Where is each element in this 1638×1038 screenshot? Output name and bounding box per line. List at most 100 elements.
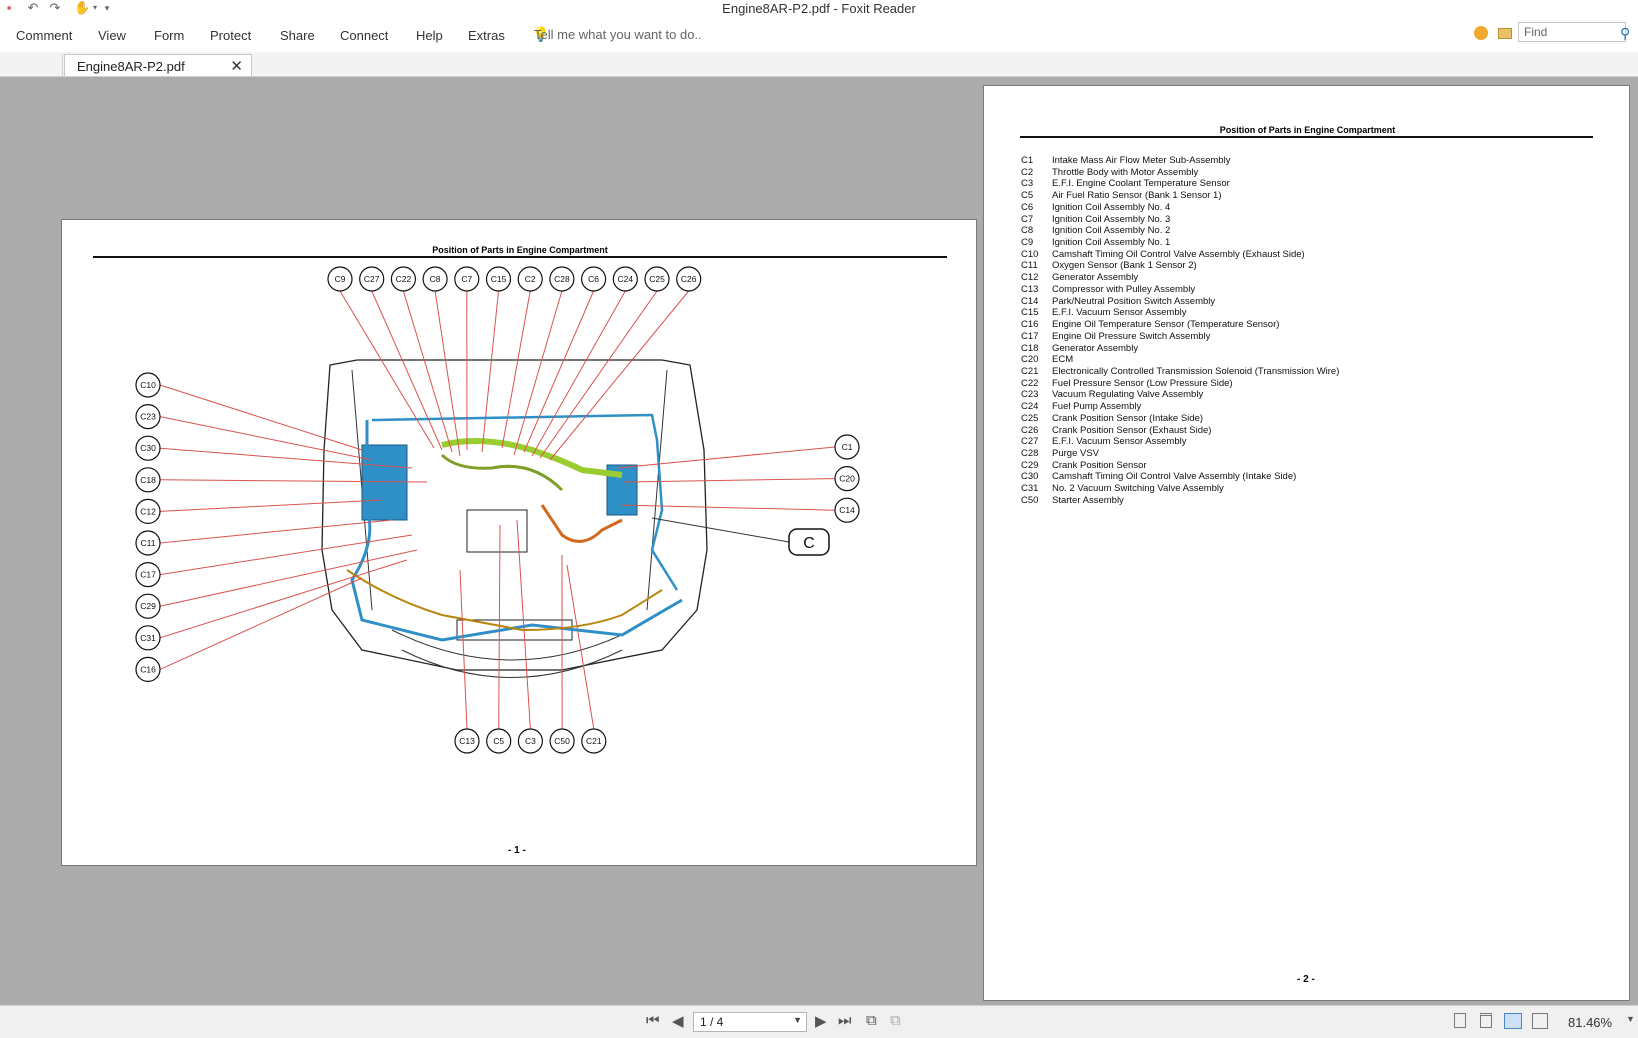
connector-left-label: C31 — [140, 633, 156, 643]
legend-code: C31 — [1021, 483, 1038, 494]
leader-line — [502, 291, 530, 448]
harness-gold-lower — [347, 570, 662, 630]
tab-strip: Engine8AR-P2.pdf ✕ — [0, 52, 1638, 77]
connector-top-label: C26 — [681, 274, 697, 284]
legend-code: C28 — [1021, 448, 1038, 459]
legend-code: C11 — [1021, 260, 1038, 271]
legend-description: Generator Assembly — [1052, 272, 1138, 283]
legend-code: C27 — [1021, 436, 1038, 447]
connector-top-label: C7 — [461, 274, 472, 284]
next-view-icon[interactable]: ⧉ — [890, 1012, 901, 1029]
leader-line — [524, 291, 594, 452]
leader-line — [514, 291, 562, 455]
legend-code: C12 — [1021, 272, 1038, 283]
legend-code: C3 — [1021, 178, 1033, 189]
menu-connect[interactable]: Connect — [340, 28, 388, 43]
page-indicator: 1 / 4 — [700, 1015, 723, 1029]
legend-code: C30 — [1021, 471, 1038, 482]
connector-left-label: C11 — [141, 538, 156, 548]
connector-top-label: C2 — [525, 274, 536, 284]
find-search-icon[interactable]: ⚲ — [1620, 25, 1630, 42]
legend-code: C18 — [1021, 343, 1038, 354]
connector-right-label: C1 — [842, 442, 853, 452]
menu-view[interactable]: View — [98, 28, 126, 43]
connector-bottom-label: C13 — [459, 736, 475, 746]
legend-code: C22 — [1021, 378, 1038, 389]
legend-description: Engine Oil Temperature Sensor (Temperatu… — [1052, 319, 1279, 330]
legend-code: C6 — [1021, 202, 1033, 213]
legend-code: C1 — [1021, 155, 1033, 166]
leader-line — [499, 525, 500, 729]
legend-code: C24 — [1021, 401, 1038, 412]
connector-top-label: C8 — [430, 274, 441, 284]
legend-description: Electronically Controlled Transmission S… — [1052, 366, 1339, 377]
legend-code: C10 — [1021, 249, 1038, 260]
page-number-input[interactable]: 1 / 4 ▼ — [693, 1012, 807, 1032]
legend-description: Compressor with Pulley Assembly — [1052, 284, 1195, 295]
leader-line — [532, 291, 625, 456]
previous-page-icon[interactable]: ◀ — [672, 1012, 684, 1030]
legend-description: Purge VSV — [1052, 448, 1099, 459]
menu-share[interactable]: Share — [280, 28, 315, 43]
menu-protect[interactable]: Protect — [210, 28, 251, 43]
connector-bottom-label: C21 — [586, 736, 602, 746]
legend-code: C23 — [1021, 389, 1038, 400]
menu-form[interactable]: Form — [154, 28, 184, 43]
legend-code: C16 — [1021, 319, 1038, 330]
first-page-icon[interactable]: ⏮ — [646, 1012, 660, 1029]
legend-description: Throttle Body with Motor Assembly — [1052, 167, 1198, 178]
zoom-dropdown-icon[interactable]: ▼ — [1626, 1014, 1635, 1024]
next-page-icon[interactable]: ▶ — [815, 1012, 827, 1030]
legend-code: C5 — [1021, 190, 1033, 201]
leader-line — [482, 291, 499, 452]
zoom-level[interactable]: 81.46% — [1568, 1015, 1612, 1030]
favorites-icon[interactable] — [1474, 26, 1488, 40]
leader-line — [160, 578, 362, 669]
legend-description: Ignition Coil Assembly No. 2 — [1052, 225, 1170, 236]
pdf-page-1: Position of Parts in Engine Compartment … — [61, 219, 977, 866]
callout-leader-line — [652, 518, 789, 542]
pdf-page-2: Position of Parts in Engine Compartment … — [983, 85, 1630, 1001]
connector-left-label: C30 — [140, 443, 156, 453]
legend-description: Vacuum Regulating Valve Assembly — [1052, 389, 1203, 400]
previous-view-icon[interactable]: ⧉ — [866, 1012, 877, 1029]
legend-description: Engine Oil Pressure Switch Assembly — [1052, 331, 1210, 342]
page2-title: Position of Parts in Engine Compartment — [984, 125, 1631, 135]
tab-document[interactable]: Engine8AR-P2.pdf ✕ — [64, 54, 252, 76]
page-dropdown-icon[interactable]: ▼ — [793, 1015, 802, 1025]
legend-code: C20 — [1021, 354, 1038, 365]
connector-top-label: C28 — [554, 274, 570, 284]
connector-top-label: C22 — [396, 274, 412, 284]
continuous-view-icon[interactable] — [1480, 1013, 1492, 1028]
find-input[interactable]: Find — [1518, 22, 1626, 42]
find-folder-icon[interactable] — [1498, 28, 1512, 39]
legend-code: C21 — [1021, 366, 1038, 377]
page1-number: - 1 - — [508, 845, 526, 856]
legend-code: C2 — [1021, 167, 1033, 178]
legend-code: C7 — [1021, 214, 1033, 225]
continuous-facing-view-icon[interactable] — [1532, 1013, 1548, 1029]
legend-description: Park/Neutral Position Switch Assembly — [1052, 296, 1215, 307]
menu-extras[interactable]: Extras — [468, 28, 505, 43]
close-tab-icon[interactable]: ✕ — [230, 57, 243, 75]
menu-help[interactable]: Help — [416, 28, 443, 43]
single-page-view-icon[interactable] — [1454, 1013, 1466, 1028]
connector-left-label: C17 — [140, 570, 156, 580]
tell-me-search[interactable]: Tell me what you want to do.. — [534, 27, 702, 42]
callout-label: C — [803, 535, 815, 552]
last-page-icon[interactable]: ⏭ — [838, 1012, 852, 1029]
title-bar: ▪ ↶ ↷ ✋ ▾ ▾ Engine8AR-P2.pdf - Foxit Rea… — [0, 0, 1638, 18]
menu-comment[interactable]: Comment — [16, 28, 72, 43]
status-bar: ⏮ ◀ 1 / 4 ▼ ▶ ⏭ ⧉ ⧉ 81.46% ▼ — [0, 1005, 1638, 1038]
legend-description: Ignition Coil Assembly No. 1 — [1052, 237, 1170, 248]
tab-home[interactable] — [0, 54, 63, 76]
legend-description: E.F.I. Vacuum Sensor Assembly — [1052, 307, 1186, 318]
connector-top-label: C24 — [618, 274, 634, 284]
legend-description: Fuel Pump Assembly — [1052, 401, 1141, 412]
facing-view-icon[interactable] — [1504, 1013, 1522, 1029]
page2-title-rule — [1020, 136, 1593, 138]
legend-description: Intake Mass Air Flow Meter Sub-Assembly — [1052, 155, 1230, 166]
legend-code: C17 — [1021, 331, 1038, 342]
connector-right-label: C14 — [839, 505, 855, 515]
legend-code: C50 — [1021, 495, 1038, 506]
